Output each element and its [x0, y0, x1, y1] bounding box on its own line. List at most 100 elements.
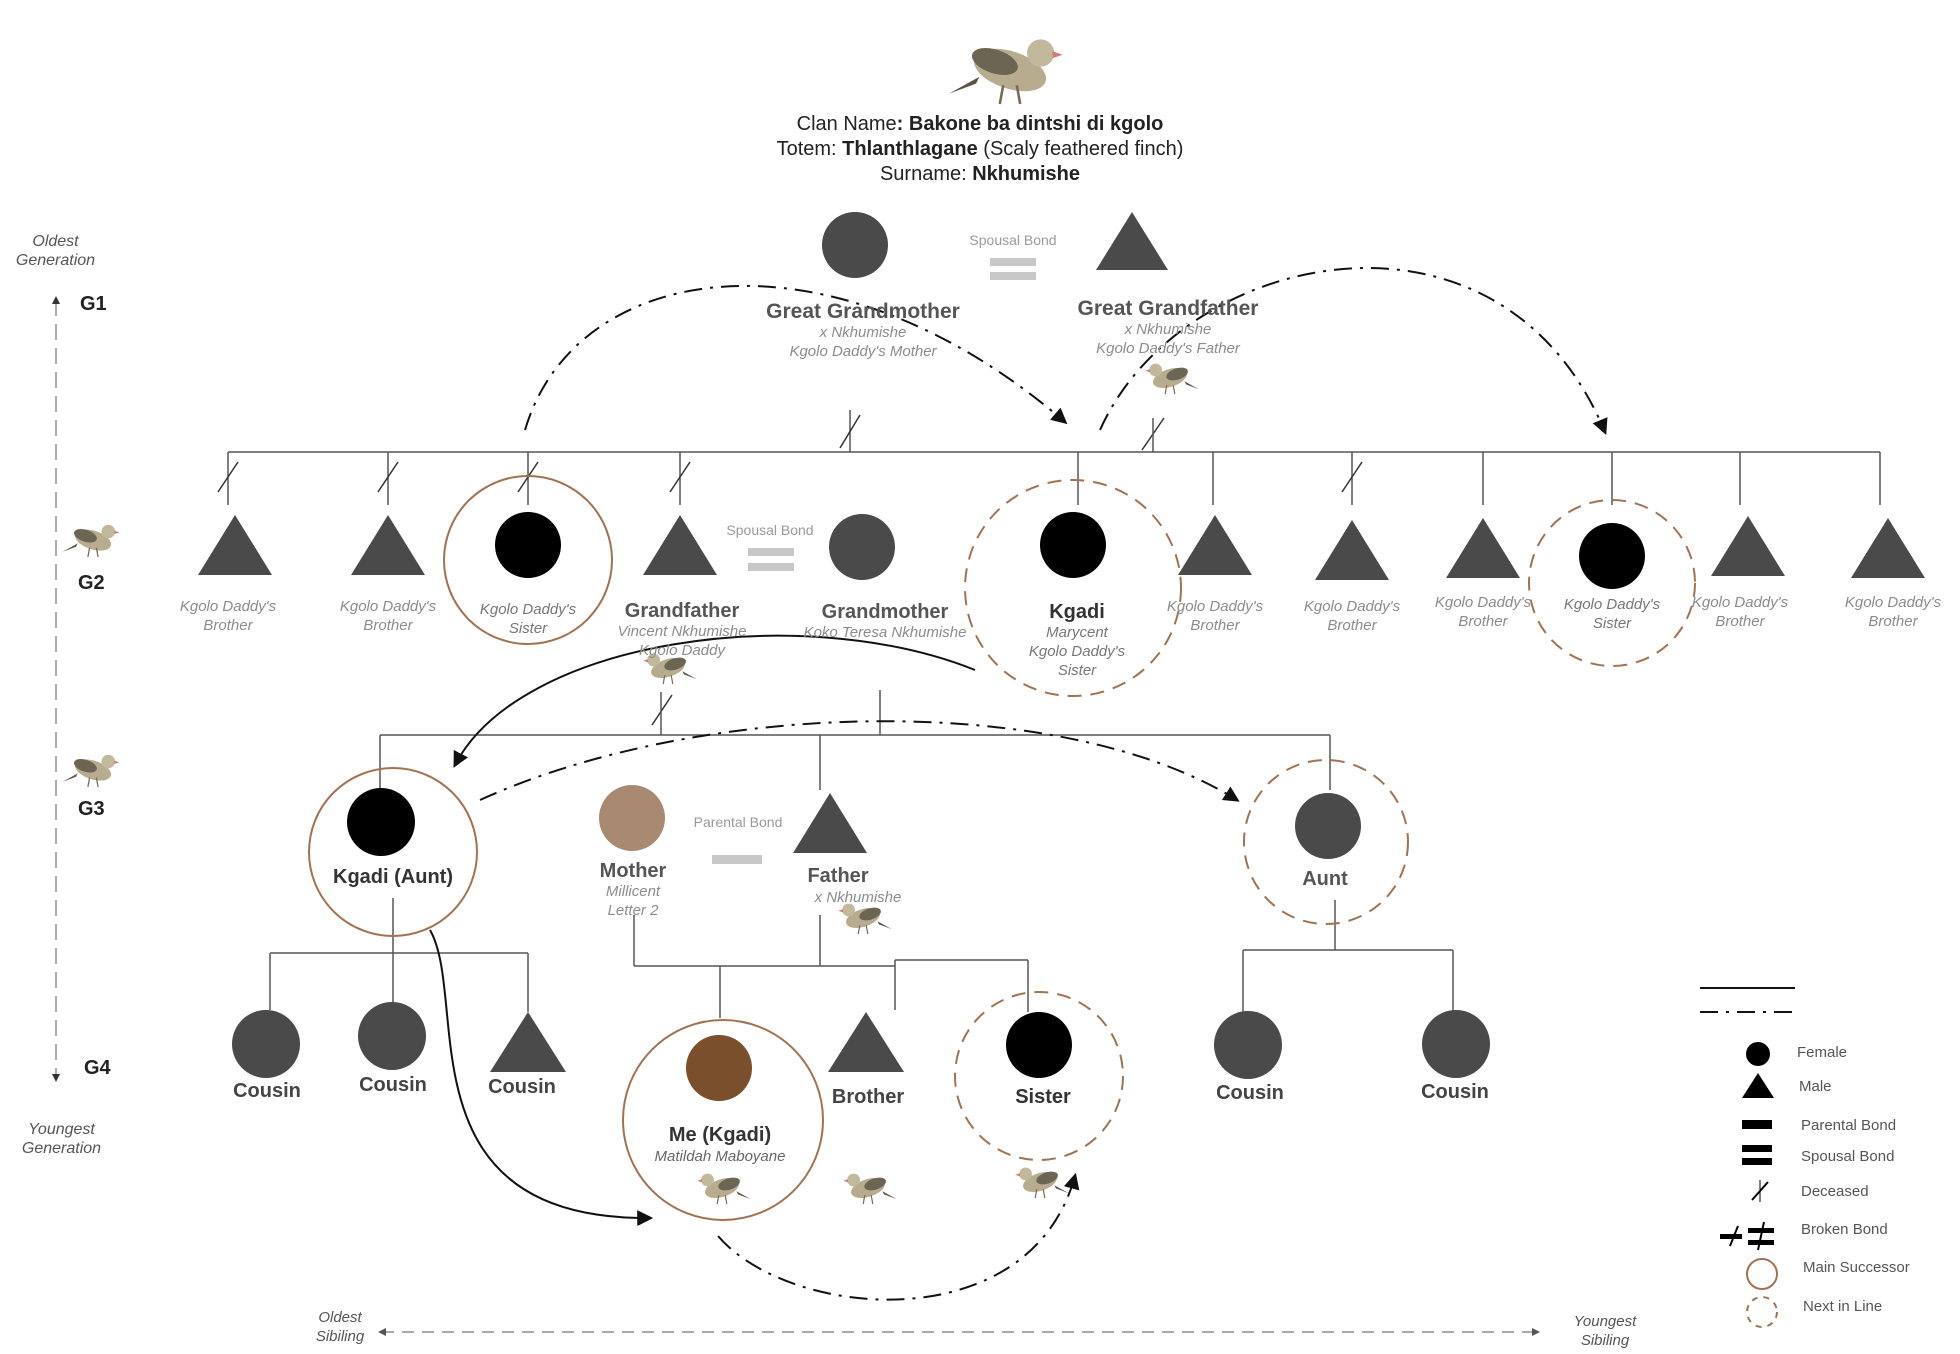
g2-brother-11	[1711, 516, 1785, 576]
totem-value: Thlanthlagane	[842, 138, 978, 160]
kgadi-g2-name: Kgadi	[1049, 601, 1105, 624]
me-fullname: Matildah Maboyane	[655, 1147, 786, 1166]
finch-icon-me	[697, 1174, 751, 1204]
gen-label-g4: G4	[84, 1057, 111, 1080]
legend-symbols	[1700, 988, 1795, 1327]
great-grandfather-surname: x Nkhumishe	[1096, 320, 1240, 339]
great-grandfather-name: Great Grandfather	[1078, 297, 1259, 321]
clan-header: Clan Name: Bakone ba dintshi di kgolo To…	[680, 112, 1280, 187]
clan-value: : Bakone ba dintshi di kgolo	[897, 113, 1164, 135]
grandmother-detail: Koko Teresa Nkhumishe	[804, 623, 967, 642]
great-grandmother-detail: x Nkhumishe Kgolo Daddy's Mother	[789, 323, 936, 361]
gen-label-g3: G3	[78, 798, 105, 821]
brother-symbol	[828, 1012, 904, 1072]
grandfather-symbol	[643, 515, 717, 575]
totem-line: Totem: Thlanthlagane (Scaly feathered fi…	[680, 137, 1280, 162]
gen-label-g1: G1	[80, 293, 107, 316]
g2-brother-9	[1446, 518, 1520, 578]
aunt-symbol	[1295, 793, 1361, 859]
legend-next: Next in Line	[1803, 1298, 1882, 1315]
father-symbol	[793, 793, 867, 853]
cousin-5-label: Cousin	[1421, 1081, 1489, 1104]
cousin-3-symbol	[490, 1012, 566, 1072]
g2-brother-12-label: Kgolo Daddy's Brother	[1833, 593, 1953, 631]
cousin-2-symbol	[358, 1002, 426, 1070]
father-detail: x Nkhumishe	[815, 888, 902, 907]
mother-note: Letter 2	[606, 901, 660, 920]
cousin-4-label: Cousin	[1216, 1082, 1284, 1105]
great-grandmother-name: Great Grandmother	[766, 300, 960, 324]
g2-brother-1-label: Kgolo Daddy's Brother	[168, 597, 288, 635]
me-name: Me (Kgadi)	[669, 1124, 771, 1147]
kgadi-g2-detail: Marycent Kgolo Daddy's Sister	[1029, 623, 1125, 680]
kgadi-g2-fullname: Marycent	[1029, 623, 1125, 642]
cousin-1-symbol	[232, 1010, 300, 1078]
kgadi-g2-relation: Kgolo Daddy's	[1029, 642, 1125, 661]
great-grandmother-symbol	[822, 212, 888, 278]
great-grandfather-symbol	[1096, 212, 1168, 270]
mother-fullname: Millicent	[606, 882, 660, 901]
g2-brother-9-label: Kgolo Daddy's Brother	[1423, 593, 1543, 631]
legend-deceased: Deceased	[1801, 1183, 1869, 1200]
surname-label: Surname:	[880, 163, 972, 185]
g2-brother-7	[1178, 515, 1252, 575]
grandmother-symbol	[829, 514, 895, 580]
spousal-bond-label-g2: Spousal Bond	[726, 522, 813, 538]
finch-icon-brother	[843, 1174, 897, 1204]
grandmother-name: Grandmother	[822, 601, 949, 624]
surname-value: Nkhumishe	[972, 163, 1080, 185]
great-grandfather-relation: Kgolo Daddy's Father	[1096, 339, 1240, 358]
cousin-2-label: Cousin	[359, 1074, 427, 1097]
brother-label: Brother	[832, 1086, 904, 1109]
grandfather-detail: Vincent Nkhumishe Kgolo Daddy	[618, 622, 747, 660]
g2-brother-2	[351, 515, 425, 575]
finch-icon-sister	[1015, 1168, 1069, 1198]
g2-brother-12	[1851, 518, 1925, 578]
grandfather-fullname: Vincent Nkhumishe	[618, 622, 747, 641]
g2-brother-8-label: Kgolo Daddy's Brother	[1292, 597, 1412, 635]
gen-label-g2: G2	[78, 572, 105, 595]
oldest-generation-note: Oldest Generation	[8, 232, 103, 270]
cousin-1-label: Cousin	[233, 1080, 301, 1103]
clan-label: Clan Name	[797, 113, 897, 135]
g2-brother-2-label: Kgolo Daddy's Brother	[328, 597, 448, 635]
finch-icon-g3-axis	[62, 755, 119, 787]
legend-male: Male	[1799, 1078, 1832, 1095]
cousin-3-label: Cousin	[488, 1076, 556, 1099]
youngest-generation-note: Youngest Generation	[14, 1120, 109, 1158]
spousal-bond-label-g1: Spousal Bond	[969, 232, 1056, 248]
g2-brother-11-label: Kgolo Daddy's Brother	[1680, 593, 1800, 631]
great-grandfather-detail: x Nkhumishe Kgolo Daddy's Father	[1096, 320, 1240, 358]
g2-sister-2	[1579, 523, 1645, 589]
totem-label: Totem:	[777, 138, 843, 160]
totem-note: (Scaly feathered finch)	[978, 138, 1184, 160]
g2-sister-1	[495, 512, 561, 578]
cousin-4-symbol	[1214, 1011, 1282, 1079]
youngest-sibling-note: Youngest Sibiling	[1565, 1312, 1645, 1350]
kgadi-aunt-name: Kgadi (Aunt)	[333, 866, 453, 889]
me-symbol	[686, 1035, 752, 1101]
legend-female: Female	[1797, 1044, 1847, 1061]
legend-broken: Broken Bond	[1801, 1221, 1888, 1238]
aunt-name: Aunt	[1302, 868, 1348, 891]
surname-line: Surname: Nkhumishe	[680, 162, 1280, 187]
oldest-sibling-note: Oldest Sibiling	[305, 1308, 375, 1346]
finch-icon-g2-axis	[62, 525, 119, 557]
finch-icon-g1	[1145, 364, 1199, 394]
kgadi-aunt-symbol	[347, 788, 415, 856]
father-name: Father	[807, 865, 868, 888]
sister-symbol	[1006, 1012, 1072, 1078]
parental-bond-label-g3: Parental Bond	[694, 814, 783, 830]
mother-symbol	[599, 785, 665, 851]
mother-name: Mother	[600, 860, 667, 883]
kgadi-g2-relation-2: Sister	[1029, 661, 1125, 680]
legend-parental: Parental Bond	[1801, 1117, 1896, 1134]
legend-spousal: Spousal Bond	[1801, 1148, 1894, 1165]
g2-brother-8	[1315, 520, 1389, 580]
finch-icon-header	[949, 39, 1063, 104]
parental-lines	[228, 410, 1880, 1018]
g2-brother-7-label: Kgolo Daddy's Brother	[1155, 597, 1275, 635]
grandfather-name: Grandfather	[625, 600, 739, 623]
g2-brother-1	[198, 515, 272, 575]
